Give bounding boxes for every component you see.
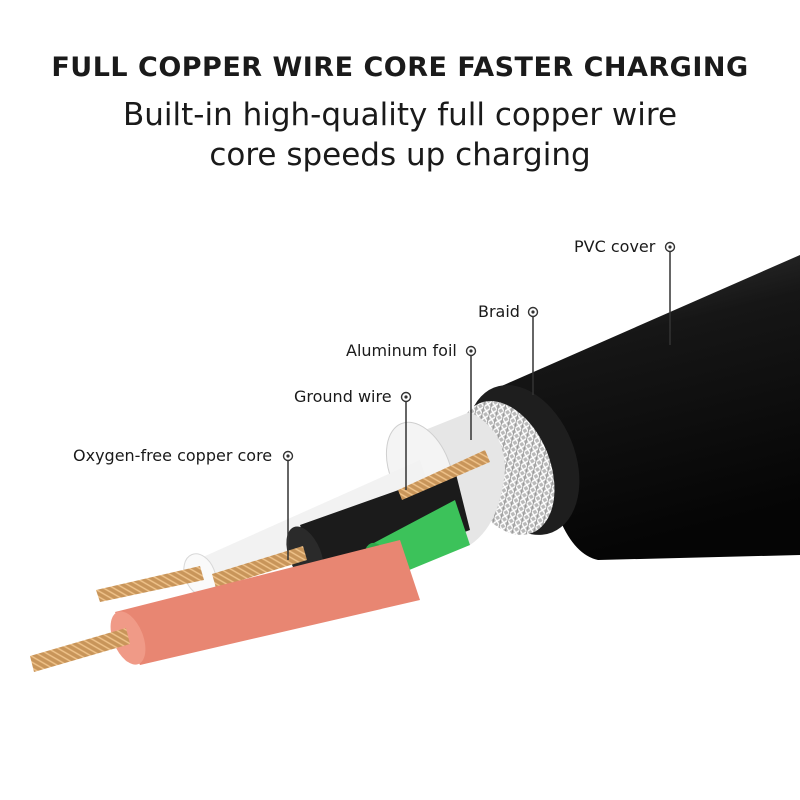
- callout-leaders: [287, 247, 671, 560]
- subheadline-line-1: Built-in high-quality full copper wire: [122, 97, 678, 133]
- subheadline: Built-in high-quality full copper wire c…: [0, 95, 800, 175]
- ground-wire-label: Ground wire: [294, 387, 392, 406]
- callout-markers: [282, 241, 676, 462]
- pvc-cover-label: PVC cover: [574, 237, 656, 256]
- subheadline-line-2: core speeds up charging: [209, 137, 591, 173]
- white-wire-copper: [96, 566, 204, 602]
- red-wire-copper: [30, 628, 130, 672]
- red-wire: [115, 540, 420, 665]
- ground-wire-copper: [398, 450, 490, 500]
- aluminum-foil-label: Aluminum foil: [346, 341, 457, 360]
- copper-core-label: Oxygen-free copper core: [73, 446, 273, 465]
- braid-label: Braid: [478, 302, 520, 321]
- black-wire-copper: [212, 546, 307, 588]
- headline: FULL COPPER WIRE CORE FASTER CHARGING: [51, 52, 749, 83]
